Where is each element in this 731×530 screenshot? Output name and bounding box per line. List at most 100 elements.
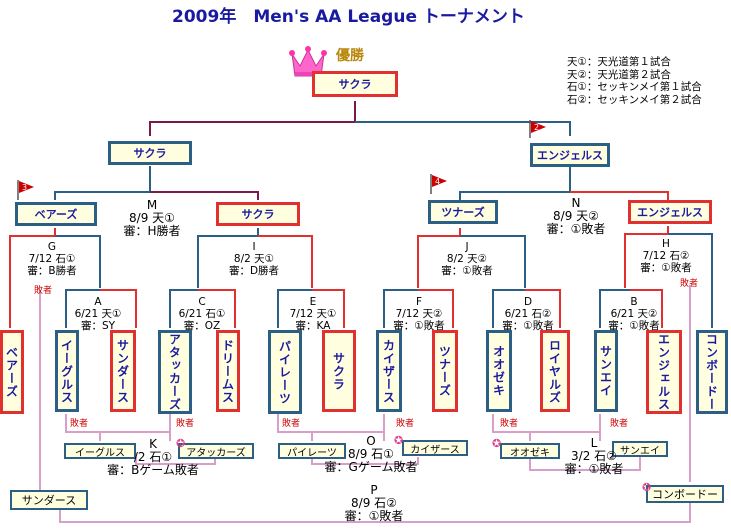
quarter-n-right[interactable]: エンジェルス bbox=[628, 200, 712, 224]
match-referee: 審：①敗者 bbox=[546, 222, 606, 236]
match-referee: 審：①敗者 bbox=[441, 265, 493, 277]
match-date: 8/2 天① bbox=[233, 253, 275, 265]
team-box[interactable]: オオゼキ bbox=[486, 330, 512, 412]
team-box[interactable]: サクラ bbox=[322, 330, 356, 412]
team-box[interactable]: イーグルス bbox=[55, 330, 79, 412]
quarter-m-left[interactable]: ベアーズ bbox=[15, 202, 97, 226]
semi-right-team: エンジェルス bbox=[537, 149, 603, 162]
semi-left-box[interactable]: サクラ bbox=[108, 141, 192, 165]
loser-label: 敗者 bbox=[34, 286, 53, 296]
team-label: ツナーズ bbox=[437, 345, 452, 397]
match-id: A bbox=[94, 296, 102, 308]
match-date: 6/21 天① bbox=[74, 308, 122, 320]
loser-label: 敗者 bbox=[176, 419, 195, 429]
match-l-info: L 3/2 石② 審：①敗者 bbox=[556, 437, 632, 476]
semi-right-box[interactable]: エンジェルス bbox=[530, 143, 610, 167]
team-box[interactable]: アタッカーズ bbox=[158, 330, 192, 414]
consolation-box[interactable]: サンエイ bbox=[612, 441, 668, 457]
match-p-info: P 8/9 石② 審：①敗者 bbox=[334, 484, 414, 523]
team-label: サンダース bbox=[115, 338, 130, 404]
legend-item: 石①：セッキンメイ第１試合 bbox=[567, 81, 702, 93]
match-referee: 審：D勝者 bbox=[228, 265, 280, 277]
match-id: E bbox=[309, 296, 317, 308]
match-j-info: J 8/2 天② 審：①敗者 bbox=[435, 241, 499, 277]
team-label: エンジェルス bbox=[656, 333, 671, 411]
match-date: 7/12 石① bbox=[28, 253, 76, 265]
team-box[interactable]: ベアーズ bbox=[0, 330, 24, 414]
match-id: O bbox=[366, 434, 376, 448]
match-referee: 審：Bゲーム敗者 bbox=[107, 463, 199, 477]
match-h-info: H 7/12 石② 審：①敗者 bbox=[634, 238, 698, 274]
match-referee: 審：SY bbox=[80, 320, 116, 332]
team-label: サンエイ bbox=[598, 345, 613, 397]
legend-item: 天②：天光道第２試合 bbox=[567, 68, 671, 81]
team-label: ツナーズ bbox=[441, 206, 485, 219]
quarter-m-right[interactable]: サクラ bbox=[216, 202, 300, 226]
team-label: ロイヤルズ bbox=[547, 338, 562, 404]
match-date: 8/9 石② bbox=[351, 496, 397, 510]
consolation-box[interactable]: パイレーツ bbox=[278, 443, 346, 459]
team-box[interactable]: カイザース bbox=[376, 330, 402, 412]
consolation-box[interactable]: カイザース bbox=[402, 440, 468, 456]
match-referee: 審：OZ bbox=[183, 320, 221, 332]
team-box[interactable]: コンボードー bbox=[696, 330, 728, 414]
match-id: F bbox=[415, 296, 423, 308]
match-e-info: E 7/12 天① 審：KA bbox=[283, 296, 343, 332]
team-box[interactable]: エンジェルス bbox=[646, 330, 682, 414]
match-id: C bbox=[198, 296, 206, 308]
loser-label: 敗者 bbox=[610, 419, 629, 429]
match-referee: 審：①敗者 bbox=[344, 509, 404, 523]
match-id: J bbox=[465, 241, 469, 253]
team-box[interactable]: ドリームス bbox=[216, 330, 240, 412]
team-label: パイレーツ bbox=[277, 339, 292, 405]
consolation-box[interactable]: サンダース bbox=[10, 490, 88, 510]
champion-label: 優勝 bbox=[336, 48, 364, 64]
loser-label: 敗者 bbox=[500, 419, 519, 429]
flag-icon: 3 bbox=[17, 180, 34, 200]
match-g-info: G 7/12 石① 審：B勝者 bbox=[20, 241, 84, 277]
consolation-box[interactable]: オオゼキ bbox=[500, 443, 560, 459]
team-box[interactable]: サンダース bbox=[110, 330, 136, 412]
match-referee: 審：H勝者 bbox=[123, 224, 181, 238]
team-label: パイレーツ bbox=[287, 447, 337, 459]
team-box[interactable]: パイレーツ bbox=[268, 330, 302, 414]
consolation-box[interactable]: アタッカーズ bbox=[178, 443, 254, 459]
match-date: 6/21 石② bbox=[504, 308, 552, 320]
team-label: アタッカーズ bbox=[167, 333, 182, 411]
team-box[interactable]: ロイヤルズ bbox=[540, 330, 570, 412]
team-label: イーグルス bbox=[75, 447, 125, 459]
team-label: サンエイ bbox=[620, 445, 660, 457]
match-referee: 審：①敗者 bbox=[640, 262, 692, 274]
team-box[interactable]: ツナーズ bbox=[432, 330, 458, 412]
match-id: P bbox=[370, 483, 378, 497]
match-id: D bbox=[523, 296, 533, 308]
match-id: M bbox=[146, 198, 158, 212]
match-id: H bbox=[662, 238, 670, 250]
team-label: サクラ bbox=[331, 351, 346, 391]
consolation-box[interactable]: イーグルス bbox=[64, 443, 136, 459]
loser-label: 敗者 bbox=[396, 419, 415, 429]
match-f-info: F 7/12 天② 審：①敗者 bbox=[387, 296, 451, 332]
match-id: G bbox=[47, 241, 57, 253]
crown-icon bbox=[289, 46, 327, 77]
quarter-n-left[interactable]: ツナーズ bbox=[428, 200, 498, 224]
match-date: 3/2 石② bbox=[571, 449, 617, 463]
match-m-info: M 8/9 天① 審：H勝者 bbox=[112, 199, 192, 238]
match-id: B bbox=[630, 296, 638, 308]
team-label: カイザース bbox=[410, 444, 460, 456]
flag-number: 4 bbox=[435, 177, 440, 186]
match-date: 8/9 天① bbox=[129, 211, 175, 225]
match-referee: 審：①敗者 bbox=[502, 320, 554, 332]
team-label: アタッカーズ bbox=[186, 447, 246, 459]
team-box[interactable]: サンエイ bbox=[594, 330, 618, 412]
match-date: 6/21 石① bbox=[178, 308, 226, 320]
loser-label: 敗者 bbox=[680, 279, 699, 289]
star-icon: ✪ bbox=[176, 437, 186, 450]
team-label: ドリームス bbox=[220, 338, 235, 404]
match-referee: 審：Gゲーム敗者 bbox=[324, 460, 418, 474]
match-date: 6/21 天② bbox=[610, 308, 658, 320]
match-d-info: D 6/21 石② 審：①敗者 bbox=[496, 296, 560, 332]
match-k-info: K /2 石① 審：Bゲーム敗者 bbox=[98, 438, 208, 477]
champion-box[interactable]: サクラ bbox=[312, 71, 398, 97]
consolation-box[interactable]: コンボードー bbox=[646, 485, 724, 503]
